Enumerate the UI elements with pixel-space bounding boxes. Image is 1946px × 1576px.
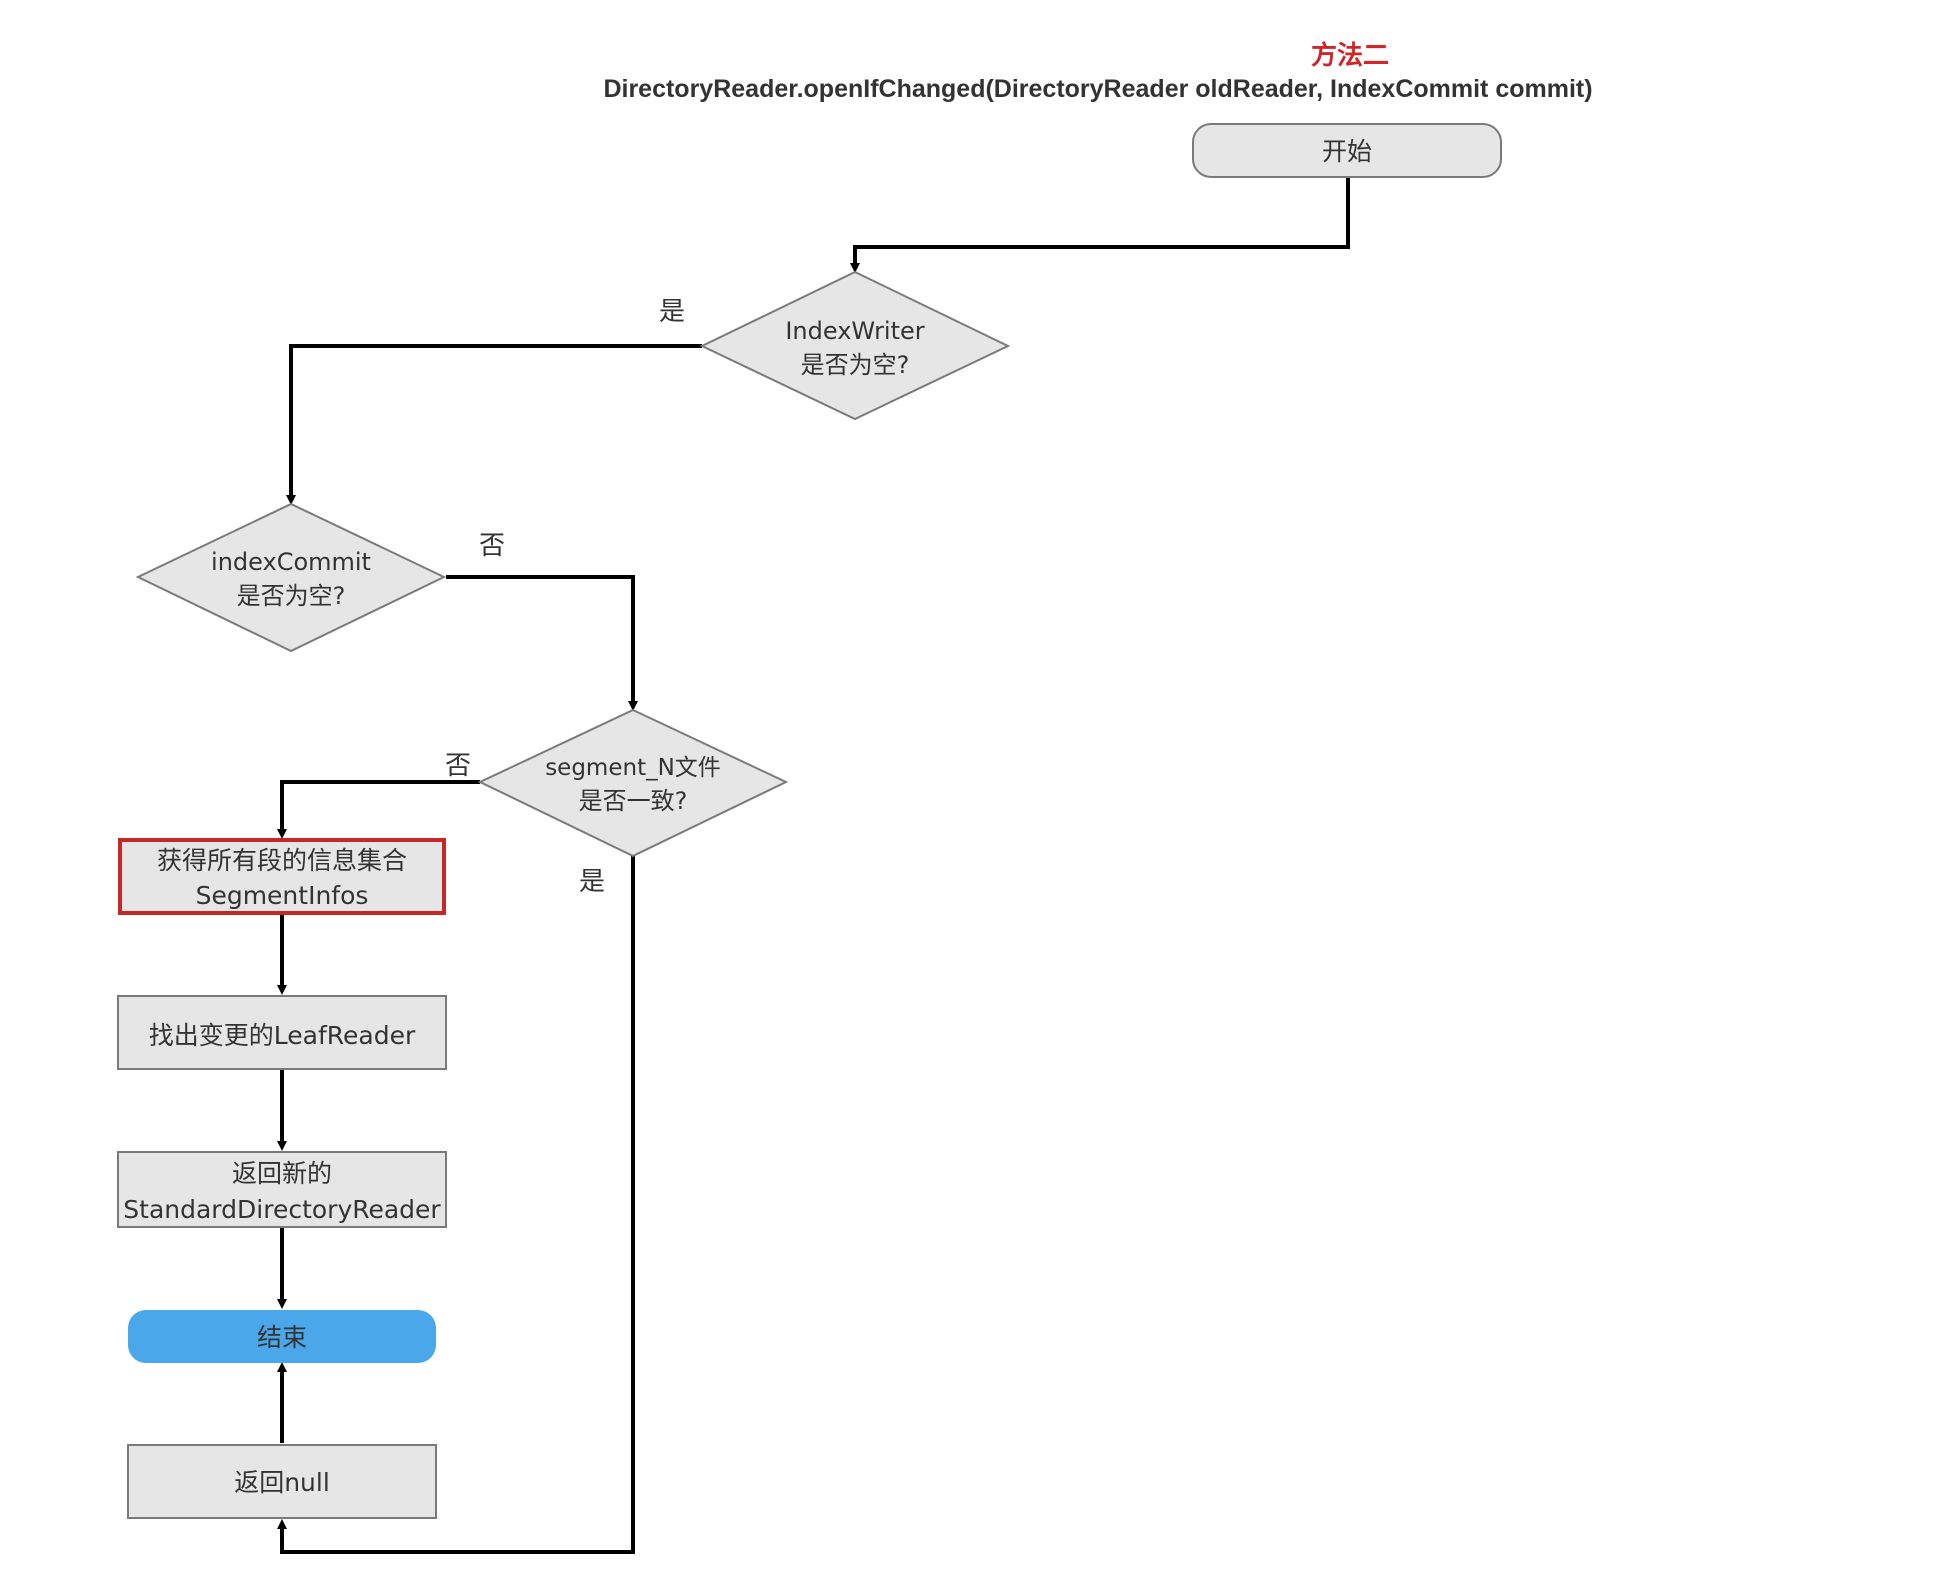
process-return-new-line1: 返回新的 [232, 1159, 332, 1188]
edges [277, 177, 1350, 1554]
process-find-changed: 找出变更的LeafReader [117, 995, 447, 1070]
decision-indexcommit: indexCommit 是否为空? [135, 502, 447, 653]
process-get-segmentinfos-line1: 获得所有段的信息集合 [157, 846, 407, 875]
decision-indexwriter-line1: IndexWriter [785, 317, 924, 345]
decision-segment-line1: segment_N文件 [545, 755, 721, 781]
process-get-segmentinfos: 获得所有段的信息集合 SegmentInfos [118, 838, 446, 915]
decision-segment: segment_N文件 是否一致? [477, 708, 789, 858]
edge-label-segment-yes: 是 [579, 867, 605, 897]
edge-segment-no [277, 780, 480, 839]
process-find-changed-label: 找出变更的LeafReader [149, 1021, 416, 1050]
edge-commit-no [446, 575, 638, 711]
edge-start-to-writer [850, 177, 1350, 273]
decision-segment-line2: 是否一致? [579, 787, 688, 815]
edge-label-writer-yes: 是 [659, 297, 685, 327]
diagram-title: 方法二 [1311, 40, 1389, 71]
decision-indexwriter: IndexWriter 是否为空? [699, 270, 1011, 421]
process-return-null-label: 返回null [234, 1468, 330, 1497]
process-return-null: 返回null [127, 1444, 437, 1519]
edge-label-commit-no: 否 [479, 531, 505, 561]
start-label: 开始 [1322, 137, 1372, 166]
process-get-segmentinfos-line2: SegmentInfos [196, 881, 369, 910]
decision-indexcommit-line1: indexCommit [211, 548, 371, 576]
decision-indexcommit-line2: 是否为空? [237, 582, 346, 610]
start-node: 开始 [1192, 123, 1502, 178]
process-return-new-line2: StandardDirectoryReader [123, 1195, 441, 1224]
edge-label-segment-no: 否 [445, 751, 471, 781]
end-node: 结束 [128, 1310, 436, 1363]
edge-writer-yes [286, 344, 702, 505]
end-label: 结束 [257, 1323, 307, 1352]
process-return-new: 返回新的 StandardDirectoryReader [117, 1151, 447, 1228]
decision-indexwriter-line2: 是否为空? [801, 351, 910, 379]
diagram-signature: DirectoryReader.openIfChanged(DirectoryR… [603, 75, 1592, 103]
edge-segment-yes [277, 856, 635, 1554]
